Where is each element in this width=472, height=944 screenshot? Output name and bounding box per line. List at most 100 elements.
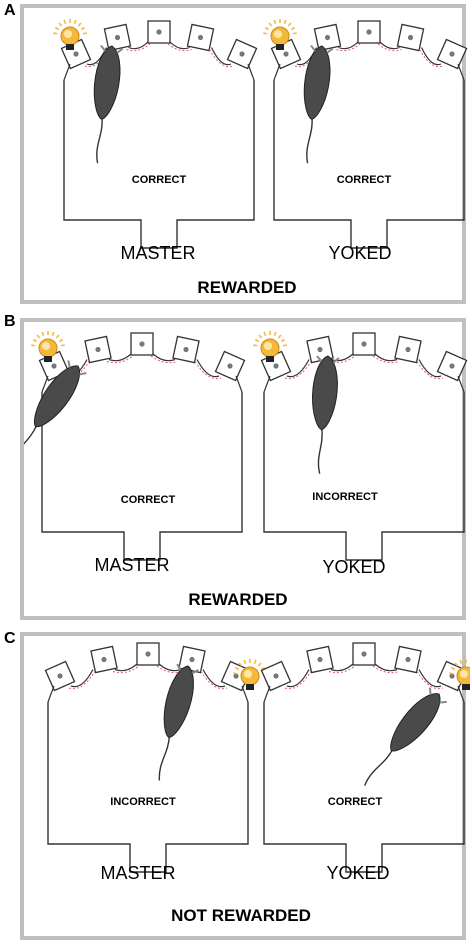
outcome-label: REWARDED	[197, 278, 297, 297]
rat-tail	[24, 424, 38, 465]
divider-dashed	[372, 355, 400, 364]
light-ray	[264, 26, 270, 31]
light-bulb-icon	[263, 19, 297, 50]
panel-letter: C	[4, 630, 16, 647]
rat-icon	[312, 355, 340, 474]
chamber-wall-segment	[418, 359, 442, 378]
chamber-outline	[263, 702, 465, 873]
divider-dashed	[84, 49, 109, 68]
light-ray	[260, 666, 266, 671]
condition-label-master: MASTER	[120, 243, 196, 263]
chamber-outline	[273, 80, 465, 249]
light-ray	[234, 666, 240, 671]
chamber-outline	[63, 80, 255, 249]
hole-sensor	[405, 656, 411, 663]
divider-dashed	[328, 665, 356, 674]
chamber-wall-segment	[128, 41, 149, 50]
hole-sensor	[114, 34, 121, 41]
rat-body	[390, 693, 441, 752]
chamber-wall-segment	[286, 669, 310, 688]
light-ray	[280, 338, 286, 343]
chamber-wall-segment	[202, 669, 226, 688]
rat-ears	[176, 663, 199, 675]
light-ray	[287, 22, 292, 27]
panel-letter: B	[4, 313, 16, 330]
hole-sensor	[227, 363, 233, 369]
chamber-wall-segment	[379, 41, 400, 50]
light-ray	[263, 331, 267, 337]
light-ray	[80, 26, 86, 31]
chamber-wall-segment	[158, 663, 182, 672]
light-ray	[60, 344, 65, 347]
chamber	[53, 19, 258, 249]
light-ray	[253, 344, 258, 347]
chamber-wall-segment	[338, 41, 359, 50]
chamber-outline	[41, 392, 243, 561]
divider-dashed	[126, 43, 151, 52]
condition-label-yoked: YOKED	[326, 863, 390, 883]
chamber	[44, 642, 267, 873]
divider-dashed	[284, 361, 312, 380]
hole-sensor	[449, 51, 455, 57]
hole-sensor	[73, 51, 79, 57]
light-ray	[53, 32, 58, 35]
bulb-base	[276, 44, 284, 50]
chamber-wall-segment	[330, 353, 354, 362]
rat-ears	[100, 44, 124, 54]
hole-sensor	[197, 34, 204, 41]
chamber-wall-segment	[210, 47, 232, 66]
hole-sensor	[317, 656, 323, 663]
bulb-highlight	[244, 670, 252, 678]
hole-sensor	[449, 673, 455, 679]
light-bulb-icon	[53, 19, 87, 50]
condition-label-yoked: YOKED	[322, 557, 386, 577]
chamber-wall-segment	[152, 353, 176, 362]
divider-dashed	[150, 355, 178, 364]
hole-sensor	[361, 341, 367, 347]
rat-icon	[93, 44, 124, 164]
chamber-wall-left	[47, 685, 55, 703]
bulb-highlight	[64, 30, 72, 38]
panel-b: CORRECT INCORRECT MASTER YOKED REWARDED	[20, 318, 468, 620]
hole-sensor	[273, 363, 279, 369]
chamber-wall-segment	[286, 359, 310, 378]
light-ray	[282, 344, 287, 347]
light-ray	[283, 19, 287, 25]
bulb-highlight	[460, 670, 468, 678]
chamber-wall-right	[241, 685, 249, 703]
light-ray	[41, 331, 45, 337]
chamber-wall-segment	[374, 353, 398, 362]
panel-a: CORRECT CORRECT MASTER YOKED REWARDED	[20, 4, 468, 304]
chamber-wall-segment	[108, 353, 132, 362]
chamber	[24, 331, 246, 561]
chamber-wall-segment	[196, 359, 220, 378]
rat-body	[312, 355, 338, 431]
response-label-yoked: CORRECT	[336, 174, 392, 186]
light-ray	[32, 338, 38, 343]
chamber	[253, 331, 468, 561]
divider-dashed	[377, 43, 402, 52]
light-ray	[238, 662, 243, 667]
light-ray	[55, 334, 60, 339]
hole-sensor	[156, 29, 162, 35]
light-ray	[257, 662, 262, 667]
divider-dashed	[372, 665, 400, 674]
hole-sensor	[283, 51, 289, 57]
light-bulb-icon	[31, 331, 65, 362]
response-label-yoked: CORRECT	[327, 796, 383, 808]
hole-sensor	[366, 29, 372, 35]
light-ray	[290, 26, 296, 31]
divider-dashed	[68, 671, 96, 690]
hole-sensor	[145, 651, 151, 657]
rat-ears	[428, 687, 447, 704]
hole-sensor	[233, 673, 239, 679]
light-ray	[73, 19, 77, 25]
light-ray	[51, 331, 55, 337]
chamber-wall-left	[273, 63, 281, 81]
panel-c-drawing	[44, 642, 470, 873]
response-label-yoked: INCORRECT	[312, 491, 378, 503]
rat-icon	[24, 360, 87, 465]
light-ray	[454, 662, 459, 667]
hole-sensor	[405, 346, 411, 353]
light-ray	[63, 19, 67, 25]
